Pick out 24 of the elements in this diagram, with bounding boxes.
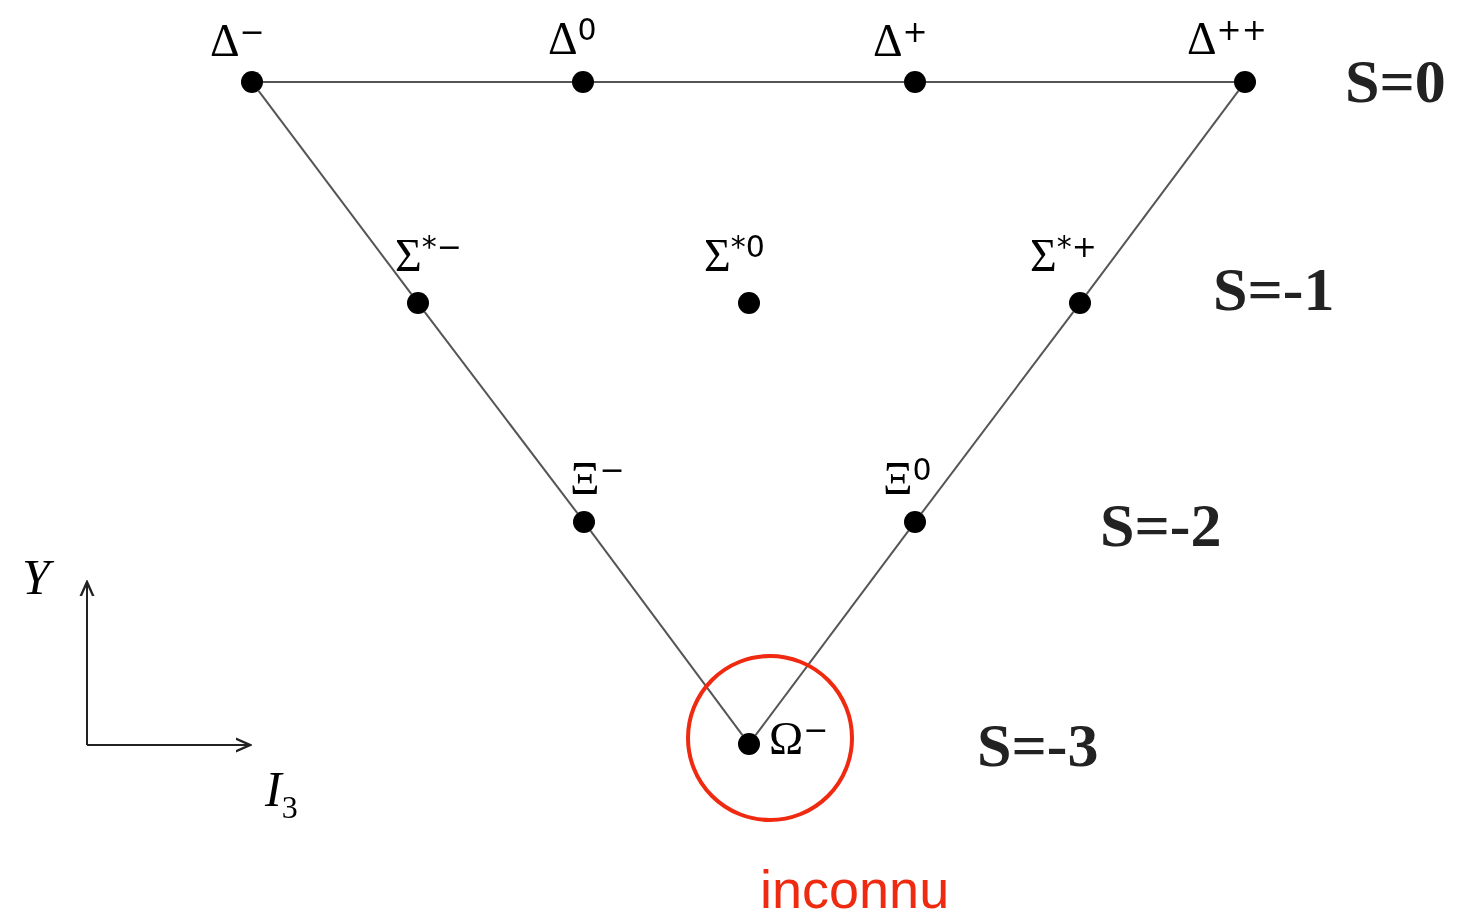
particle-label: Ξ$^{0}$ (883, 456, 932, 502)
particle-label: Δ$^{+}$ (873, 18, 928, 64)
connecting-line (754, 529, 910, 737)
particle-label: Ξ$^{−}$ (570, 456, 625, 502)
connecting-line (920, 310, 1075, 515)
strangeness-label: S=0 (1345, 50, 1446, 112)
connecting-line (1085, 89, 1240, 296)
particle-label: Σ$^{*0}$ (704, 233, 765, 279)
connecting-line (262, 81, 573, 83)
connecting-line (589, 529, 744, 737)
strangeness-label: S=-2 (1100, 494, 1222, 556)
connecting-line (257, 89, 413, 296)
connecting-line (925, 81, 1235, 83)
particle-label: Σ$^{*−}$ (395, 233, 462, 279)
particle-label: Δ$^{−}$ (210, 18, 265, 64)
connecting-line (423, 310, 579, 515)
strangeness-label: S=-3 (977, 714, 1099, 776)
particle-label: Σ$^{*+}$ (1030, 233, 1097, 279)
particle-label: Δ$^{0}$ (548, 16, 597, 62)
annotation-text: inconnu (760, 862, 950, 916)
strangeness-label: S=-1 (1213, 258, 1335, 320)
connecting-line (593, 81, 905, 83)
particle-label: Δ$^{++}$ (1187, 16, 1267, 62)
particle-label: Ω$^{−}$ (769, 716, 829, 762)
